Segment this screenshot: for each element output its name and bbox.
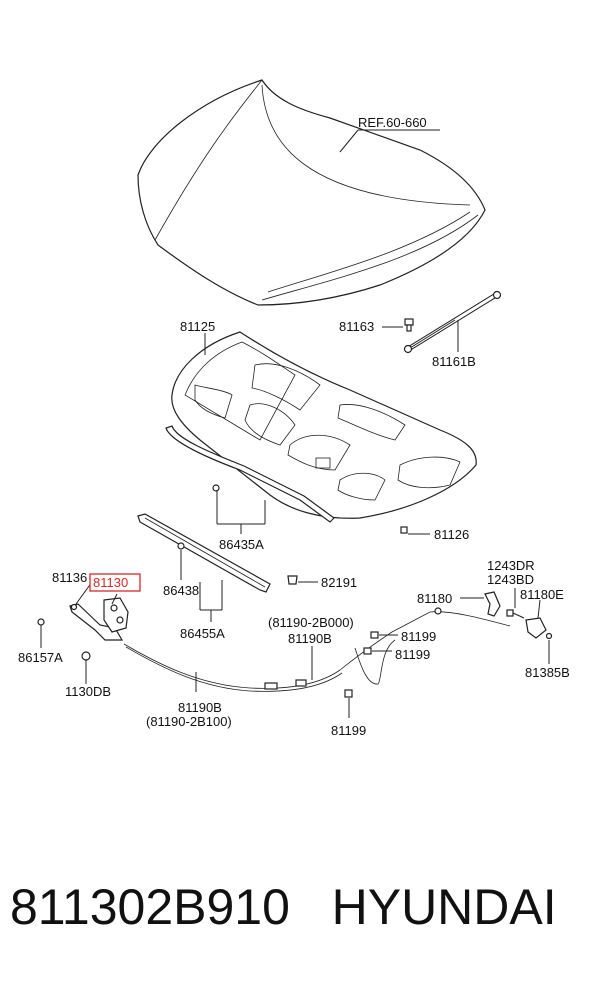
hood-parts-diagram: REF.60-660 81125 81163 81161B 81126 8643… <box>18 79 570 738</box>
label-81163: 81163 <box>339 319 374 334</box>
label-81199-c: 81199 <box>331 723 366 738</box>
clip-81163 <box>404 318 414 332</box>
label-81190B-bottom: 81190B <box>178 700 222 715</box>
label-86157A: 86157A <box>18 650 63 665</box>
label-86438: 86438 <box>163 583 199 598</box>
label-81136: 81136 <box>52 570 87 585</box>
cable-clip-81199 <box>344 631 379 698</box>
hood-panel <box>137 79 486 306</box>
highlight-box-81130 <box>89 573 141 592</box>
hood-latch <box>69 597 129 641</box>
label-81180E: 81180E <box>520 587 564 602</box>
label-81199-a: 81199 <box>401 629 436 644</box>
cowl-seal-strip <box>137 513 271 593</box>
label-81180: 81180 <box>417 591 452 606</box>
grommet-82191 <box>287 575 298 585</box>
release-handle <box>434 591 501 617</box>
label-81130: 81130 <box>93 575 128 590</box>
hood-weatherstrip <box>165 425 335 523</box>
label-1243DR: 1243DR <box>487 558 535 573</box>
label-81199-b: 81199 <box>395 647 430 662</box>
gas-strut <box>403 290 502 354</box>
bolt-1243 <box>506 609 525 619</box>
label-86455A: 86455A <box>180 626 225 641</box>
label-ref: REF.60-660 <box>358 115 427 130</box>
bolt-1130DB <box>81 651 91 684</box>
label-86435A: 86435A <box>219 537 264 552</box>
part-number: 811302B910 <box>10 879 290 935</box>
label-81125: 81125 <box>180 319 215 334</box>
handle-bracket-81180E <box>525 617 553 640</box>
label-81126: 81126 <box>434 527 469 542</box>
bumper-81126 <box>400 526 408 534</box>
caption: 811302B910 HYUNDAI <box>10 878 557 936</box>
brand-name: HYUNDAI <box>331 879 557 935</box>
label-82191: 82191 <box>321 575 357 590</box>
label-1130DB: 1130DB <box>65 684 111 699</box>
label-81190-2B100: (81190-2B100) <box>146 714 232 729</box>
screw-86157A <box>37 618 45 648</box>
label-81190B-top: 81190B <box>288 631 332 646</box>
label-81190-2B000: (81190-2B000) <box>268 615 354 630</box>
label-81385B: 81385B <box>525 665 570 680</box>
label-81161B: 81161B <box>432 354 476 369</box>
label-1243BD: 1243BD <box>487 572 534 587</box>
